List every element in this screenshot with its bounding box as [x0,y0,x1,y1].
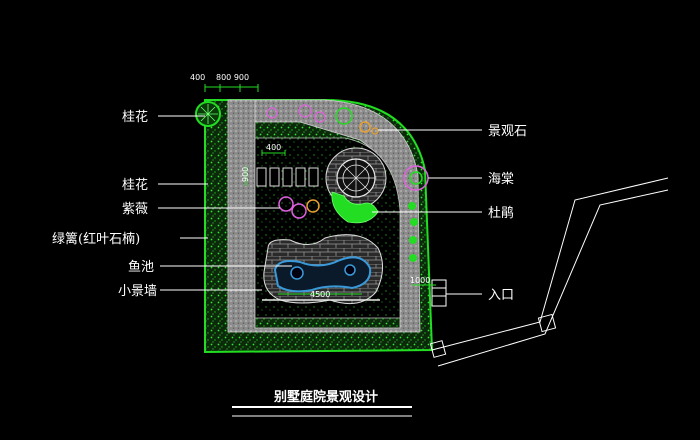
label-azalea: 杜鹃 [488,205,514,221]
shrub-row-right [335,107,418,262]
dim-400-inner: 400 [266,143,281,152]
label-small-wall: 小景墙 [118,284,157,299]
label-osmanthus-mid: 桂花 [122,177,148,193]
pond-rock-left [290,266,304,280]
dim-1000: 1000 [410,276,430,285]
landscape-stone [359,121,379,135]
label-hedge: 绿篱(红叶石楠) [52,231,140,247]
dim-800-900: 800 900 [216,73,249,82]
label-entrance: 入口 [488,288,514,303]
dimension-lines [204,84,436,295]
site-boundary-lines [429,177,669,367]
drawing-title: 别墅庭院景观设计 [273,389,378,405]
dim-900-side: 900 [241,167,250,182]
stepping-stones [256,167,319,187]
label-landscape-stone: 景观石 [488,124,527,139]
pond-rock-right [344,264,356,276]
dim-4500: 4500 [310,290,330,299]
label-osmanthus-top: 桂花 [122,109,148,125]
garden-plan [195,99,447,354]
crape-myrtle-plants [266,104,326,219]
label-crabapple: 海棠 [488,172,514,187]
label-crape-myrtle: 紫薇 [122,202,148,217]
entrance-steps [431,279,447,307]
osmanthus-tree-top [195,101,221,127]
label-fish-pond: 鱼池 [128,259,154,275]
dim-400-top: 400 [190,73,205,82]
leader-lines [158,115,482,295]
